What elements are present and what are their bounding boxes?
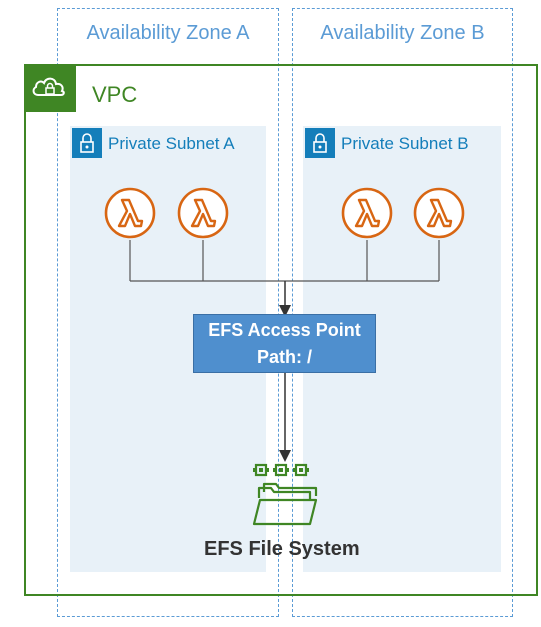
subnet-a-badge [72,128,102,158]
lock-icon [80,133,94,153]
availability-zone-b [292,8,513,617]
vpc-badge [24,64,76,112]
availability-zone-b-label: Availability Zone B [320,22,485,44]
efs-file-system-label: EFS File System [204,538,360,560]
lambda-icon [104,187,156,239]
cloud-lock-icon [32,77,65,96]
subnet-b-badge [305,128,335,158]
lambda-icon [341,187,393,239]
access-point-path: Path: / [256,346,312,367]
lambda-icon [177,187,229,239]
lambda-icon [413,187,465,239]
access-point-title: EFS Access Point [208,319,361,340]
efs-folder-icon [252,463,318,526]
subnet-a-label: Private Subnet A [108,134,235,153]
vpc-label: VPC [92,82,138,107]
availability-zone-a-label: Availability Zone A [86,22,250,44]
efs-access-point: EFS Access Point Path: / [193,314,376,373]
vpc-container [24,64,538,596]
availability-zone-a [57,8,279,617]
lock-icon [313,133,327,153]
subnet-b-label: Private Subnet B [341,134,469,153]
